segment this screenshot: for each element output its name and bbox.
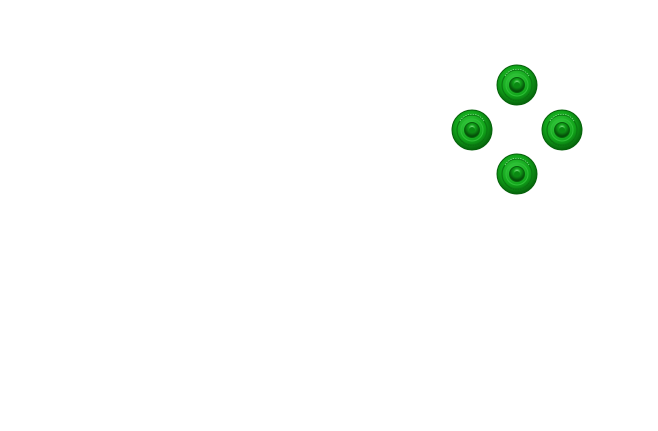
green-round-button-icon xyxy=(496,64,538,106)
dpad-right-button[interactable] xyxy=(541,109,583,151)
dpad-up-button[interactable] xyxy=(496,64,538,106)
dpad-left-button[interactable] xyxy=(451,109,493,151)
green-round-button-icon xyxy=(496,153,538,195)
green-round-button-icon xyxy=(541,109,583,151)
dpad-down-button[interactable] xyxy=(496,153,538,195)
green-round-button-icon xyxy=(451,109,493,151)
